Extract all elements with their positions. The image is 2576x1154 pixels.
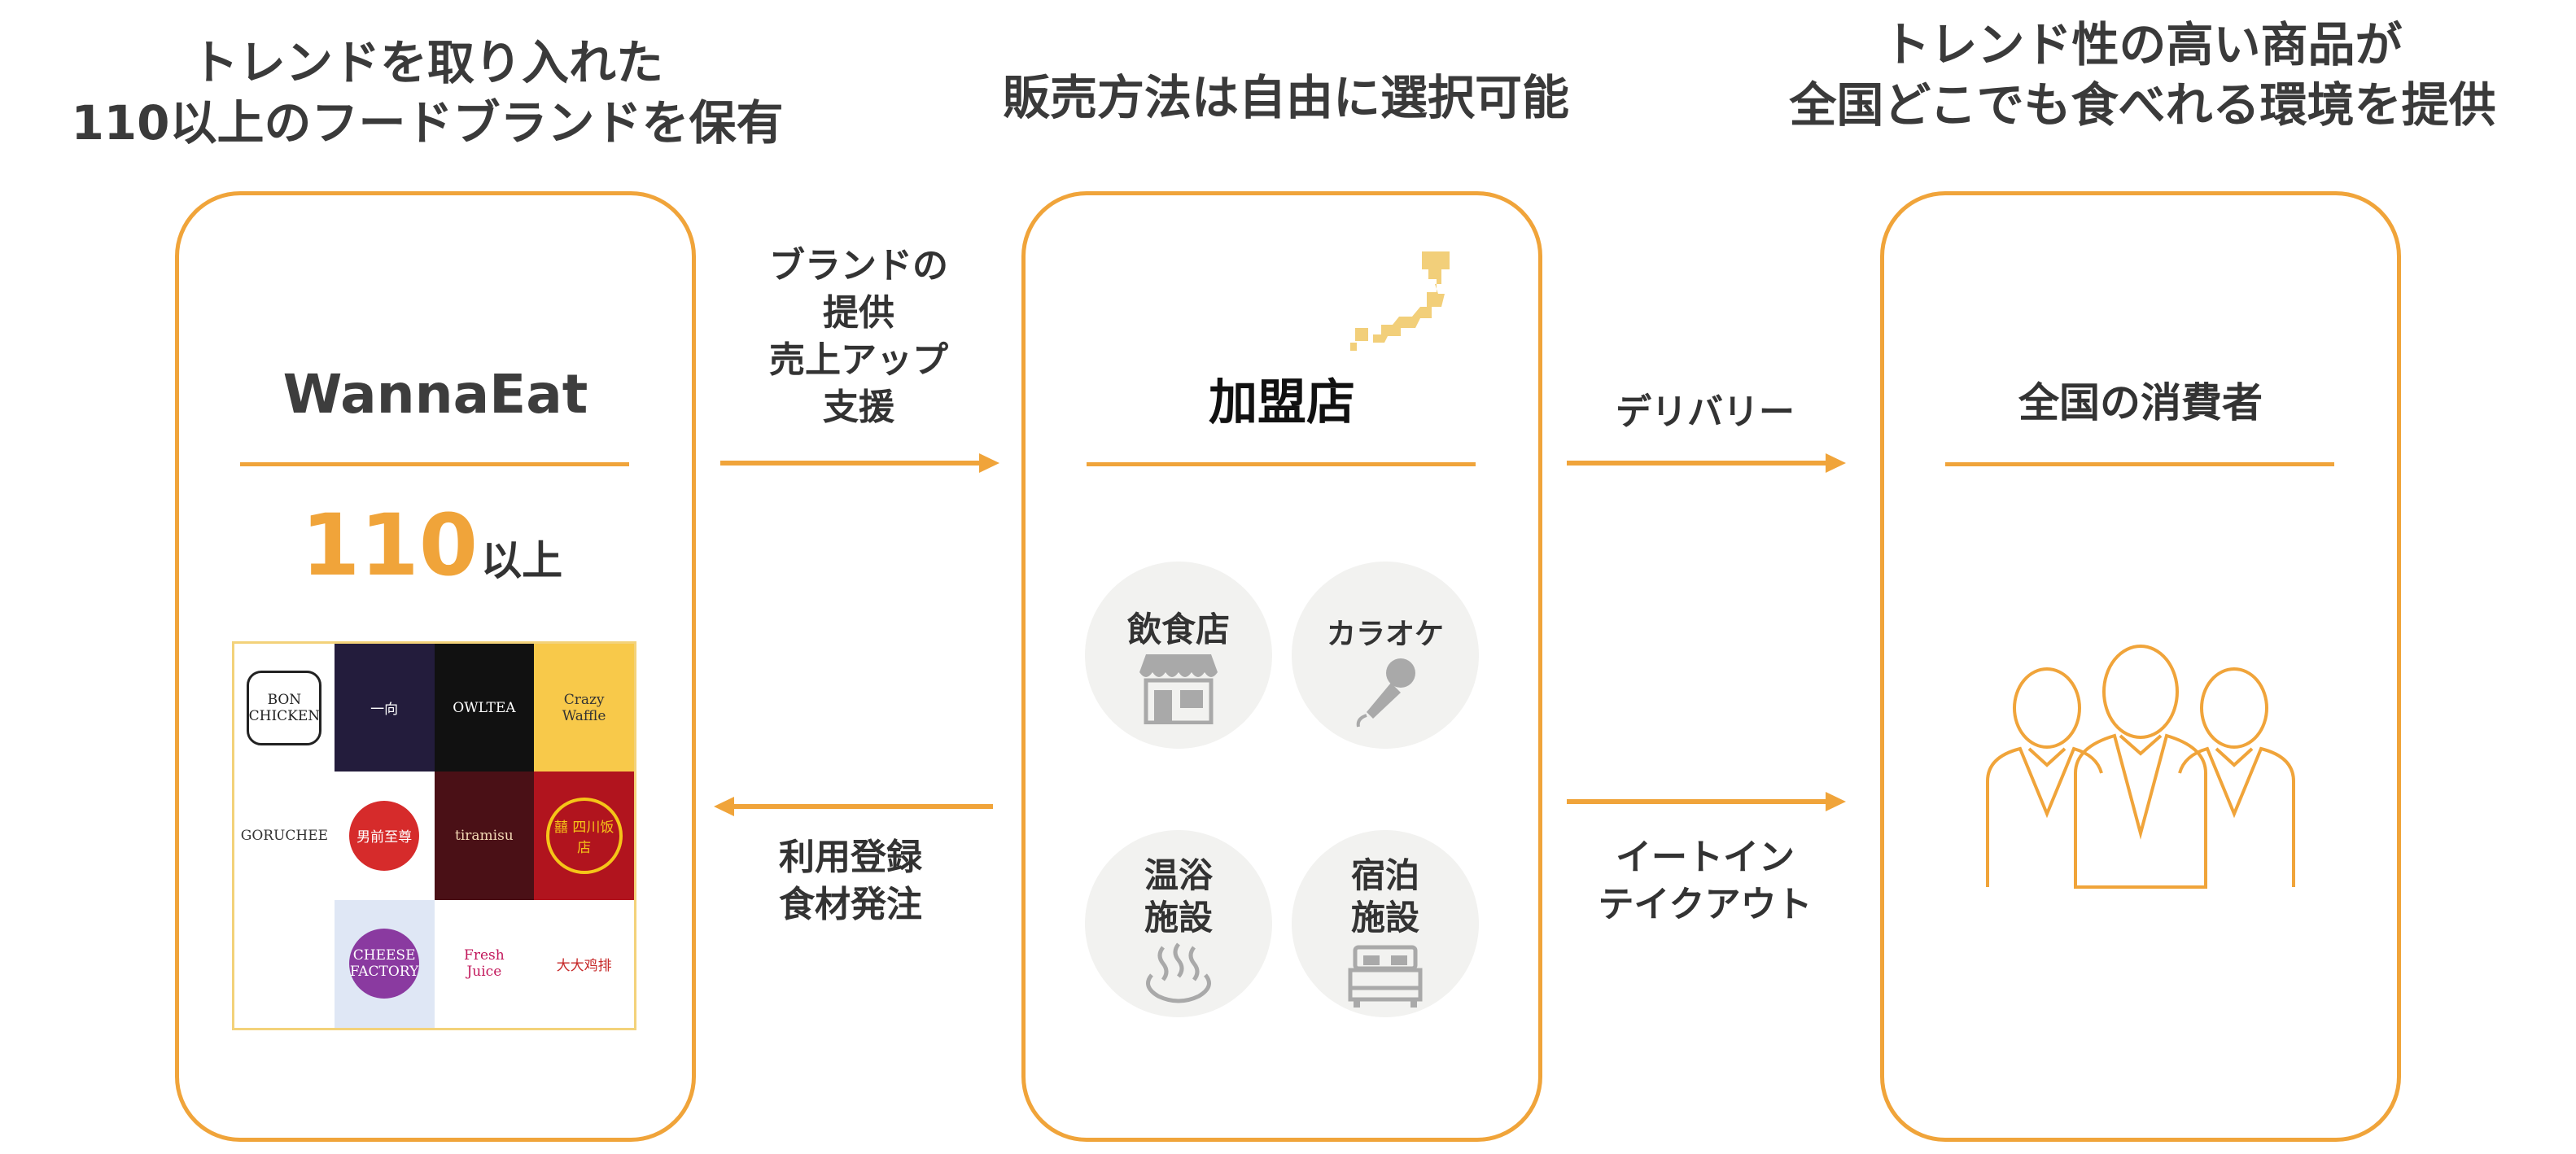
venue-restaurant: 飲食店: [1085, 562, 1272, 749]
brand-logo-mark: OWLTEA: [449, 673, 519, 743]
brand-logo-mark: Fresh Juice: [449, 929, 519, 999]
brand-logo-tile: 男前至尊: [334, 772, 435, 900]
brand-logo-mark: tiramisu: [449, 801, 519, 871]
brand-count-value: 110: [301, 496, 479, 595]
microphone-icon: [1356, 658, 1415, 728]
franchise-divider: [1087, 462, 1476, 466]
heading-middle: 販売方法は自由に選択可能: [879, 65, 1693, 130]
brand-logo-name: Fresh Juice: [464, 947, 505, 981]
brand-logo-tile: Fresh Juice: [434, 899, 535, 1028]
flow-eat-in-line-2: テイクアウト: [1598, 884, 1813, 925]
brand-logo-tile: 大大鸡排: [534, 899, 634, 1028]
venue-hot-spring-label: 温浴 施設: [1144, 855, 1213, 938]
venue-karaoke-label: カラオケ: [1326, 618, 1444, 651]
wannaeat-title: WannaEat: [282, 363, 588, 426]
brand-count: 110以上: [301, 501, 562, 605]
heading-right-line-2: 全国どこでも食べれる環境を提供: [1789, 77, 2496, 133]
heading-left-line-2: 110以上のフードブランドを保有: [71, 95, 784, 151]
japan-map-icon: [1350, 251, 1450, 351]
brand-logo-tile: OWLTEA: [434, 644, 535, 772]
venue-hot-spring: 温浴 施設: [1085, 830, 1272, 1017]
brand-logo-name: BON CHICKEN: [248, 691, 321, 724]
brand-logo-name: tiramisu: [454, 827, 514, 844]
brand-logo-name: OWLTEA: [453, 699, 516, 716]
venue-lodging-label: 宿泊 施設: [1350, 855, 1419, 938]
venue-restaurant-label: 飲食店: [1126, 610, 1230, 649]
heading-right: トレンド性の高い商品が 全国どこでも食べれる環境を提供: [1709, 15, 2576, 135]
flow-to-wannaeat-label: 利用登録 食材発注: [708, 834, 993, 929]
flow-to-wannaeat-line-2: 食材発注: [779, 884, 922, 925]
venue-lodging: 宿泊 施設: [1292, 830, 1479, 1017]
brand-logo-tile: GORUCHEE: [234, 772, 335, 900]
brand-logo-name: CHEESE FACTORY: [349, 947, 419, 981]
wannaeat-divider: [240, 462, 629, 466]
brand-logo-name: 大大鸡排: [556, 957, 612, 974]
brand-logo-tile: Crazy Waffle: [534, 644, 634, 772]
brand-logo-mark: CHEESE FACTORY: [349, 929, 420, 999]
brand-logo-name: 男前至尊: [356, 829, 413, 846]
brand-logo-name: 一向: [370, 702, 399, 719]
consumers-divider: [1945, 462, 2334, 466]
brand-logo-tile: 囍 四川饭店: [534, 772, 634, 900]
brand-logo-mark: [249, 929, 319, 999]
flow-to-franchise-line-3: 売上アップ: [769, 339, 948, 381]
flow-to-franchise-line-4: 支援: [823, 387, 894, 428]
flow-delivery-label: デリバリー: [1616, 391, 1795, 433]
venue-karaoke: カラオケ: [1292, 562, 1479, 749]
brand-logo-name: 囍 四川饭店: [553, 819, 614, 856]
people-group-icon: [1986, 645, 2295, 889]
franchise-title: 加盟店: [1209, 374, 1355, 431]
consumers-title: 全国の消費者: [2018, 379, 2263, 426]
brand-logo-mark: 大大鸡排: [549, 929, 619, 999]
heading-middle-line: 販売方法は自由に選択可能: [1002, 70, 1569, 125]
bed-icon: [1348, 945, 1423, 1008]
brand-count-unit: 以上: [481, 537, 563, 584]
brand-logo-mark: Crazy Waffle: [549, 673, 619, 743]
brand-logo-name: GORUCHEE: [240, 827, 329, 844]
brand-logo-mark: GORUCHEE: [241, 801, 328, 871]
brand-logo-tile: [234, 899, 335, 1028]
hot-spring-icon: [1146, 942, 1211, 1003]
brand-logo-mark: BON CHICKEN: [247, 670, 322, 745]
heading-left-line-1: トレンドを取り入れた: [190, 35, 663, 90]
arrow-right-delivery: [1567, 453, 1846, 473]
heading-right-line-1: トレンド性の高い商品が: [1883, 17, 2403, 72]
storefront-icon: [1139, 654, 1218, 724]
flow-to-franchise-label: ブランドの 提供 売上アップ 支援: [716, 243, 1001, 431]
flow-eat-in-label: イートイン テイクアウト: [1563, 834, 1848, 929]
flow-to-franchise-line-1: ブランドの: [769, 245, 948, 286]
flow-eat-in-line-1: イートイン: [1616, 837, 1795, 878]
brand-logo-tile: CHEESE FACTORY: [334, 899, 435, 1028]
arrow-right-to-franchise: [720, 453, 999, 473]
flow-to-wannaeat-line-1: 利用登録: [779, 837, 922, 878]
brand-logo-mark: 一向: [349, 673, 419, 743]
brand-logo-tile: tiramisu: [434, 772, 535, 900]
consumers-panel: [1880, 191, 2401, 1142]
flow-to-franchise-line-2: 提供: [823, 292, 894, 334]
brand-logo-name: Crazy Waffle: [562, 691, 606, 724]
brand-logo-tile: BON CHICKEN: [234, 644, 335, 772]
arrow-right-eat-in: [1567, 792, 1846, 811]
arrow-left-to-wannaeat: [714, 797, 993, 816]
brand-logo-tile: 一向: [334, 644, 435, 772]
heading-left: トレンドを取り入れた 110以上のフードブランドを保有: [0, 33, 855, 153]
brand-logo-mark: 囍 四川饭店: [545, 797, 623, 874]
brand-logo-mark: 男前至尊: [349, 800, 420, 871]
